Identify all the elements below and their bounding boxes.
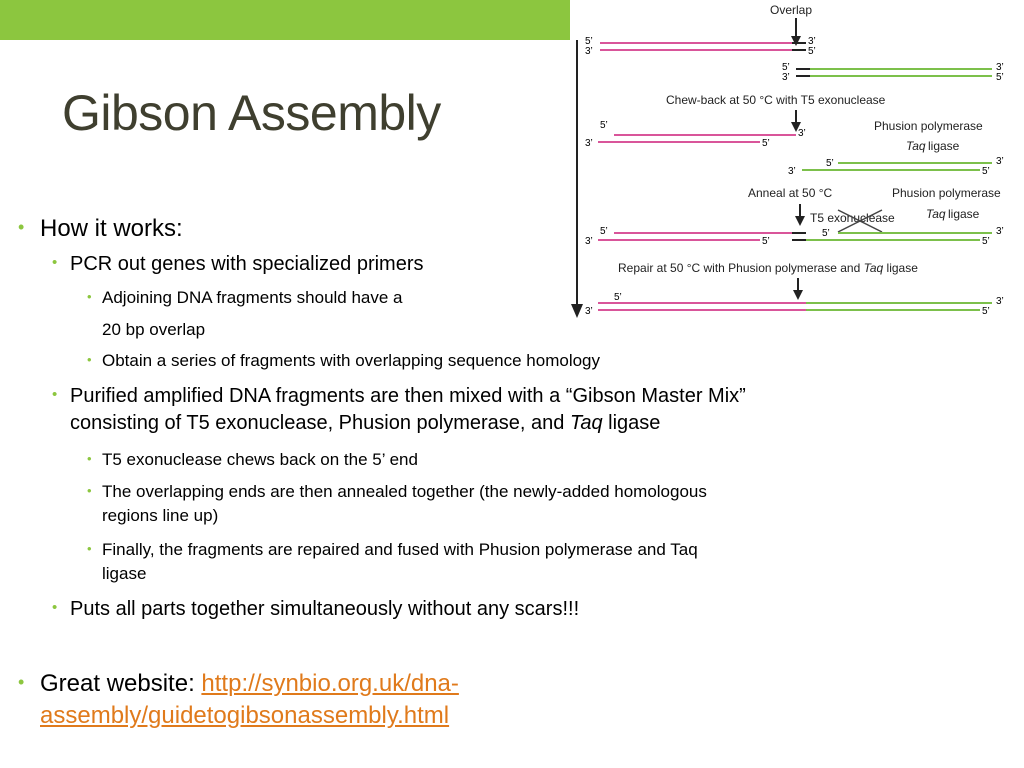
row2-3prime: 3’ [782, 72, 790, 83]
bullet-dot: • [18, 672, 25, 692]
row2-right-3prime: 3’ [996, 62, 1004, 73]
label-repair: Repair at 50 °C with Phusion polymerase … [618, 261, 918, 275]
label-ligase-1: ligase [928, 139, 960, 153]
bullet-dot: • [52, 599, 58, 616]
row4-right-5prime: 5’ [982, 166, 990, 177]
bullet-dot: • [87, 352, 92, 367]
bullet-dot: • [87, 451, 92, 466]
row6-3prime: 3’ [585, 306, 593, 317]
row5-mid-5prime-b: 5’ [822, 228, 830, 239]
bullet-how-it-works: •How it works: [18, 215, 183, 242]
row3-3prime: 3’ [585, 138, 593, 149]
slide-title: Gibson Assembly [62, 85, 441, 141]
row4-5prime: 5’ [826, 158, 834, 169]
bullet-adjoining-cont: 20 bp overlap [102, 320, 206, 339]
label-phusion-2: Phusion polymerase [892, 186, 1001, 200]
row3-right-3prime: 3’ [798, 128, 806, 139]
gibson-assembly-diagram: Overlap 5’ 3’ 3’ 5’ 5’ 3’ 3’ 5’ Chew-bac… [570, 0, 1024, 322]
bullet-pcr: •PCR out genes with specialized primers [52, 253, 424, 275]
label-phusion-1: Phusion polymerase [874, 119, 983, 133]
chew-arrowhead [791, 122, 801, 132]
row3-right-5prime: 5’ [762, 138, 770, 149]
row1-right-5prime: 5’ [808, 46, 816, 57]
timeline-arrowhead [571, 304, 583, 318]
row3-5prime: 5’ [600, 120, 608, 131]
row1-3prime: 3’ [585, 46, 593, 57]
row2-right-5prime: 5’ [996, 72, 1004, 83]
label-taq-1: Taq [906, 139, 926, 153]
row1-right-3prime: 3’ [808, 36, 816, 47]
bullet-dot: • [87, 483, 92, 498]
bullet-annealed-cont: regions line up) [102, 506, 219, 525]
bullet-obtain: •Obtain a series of fragments with overl… [87, 351, 601, 370]
bullet-finally-cont: ligase [102, 564, 147, 583]
label-ligase-2: ligase [948, 207, 980, 221]
row6-right-3prime: 3’ [996, 296, 1004, 307]
website-link-cont[interactable]: assembly/guidetogibsonassembly.html [40, 702, 450, 729]
bullet-annealed: •The overlapping ends are then annealed … [87, 482, 707, 501]
bullet-purified: •Purified amplified DNA fragments are th… [52, 385, 746, 407]
anneal-arrowhead [795, 216, 805, 226]
row1-5prime: 5’ [585, 36, 593, 47]
row6-right-5prime: 5’ [982, 306, 990, 317]
bullet-purified-cont: consisting of T5 exonuclease, Phusion po… [70, 412, 661, 434]
overlap-arrowhead [791, 36, 801, 46]
bullet-adjoining: •Adjoining DNA fragments should have a [87, 288, 403, 307]
row4-right-3prime: 3’ [996, 156, 1004, 167]
bullet-dot: • [52, 386, 58, 403]
row5-mid-5prime: 5’ [762, 236, 770, 247]
diagram-svg: Overlap 5’ 3’ 3’ 5’ 5’ 3’ 3’ 5’ Chew-bac… [571, 3, 1004, 318]
label-anneal: Anneal at 50 °C [748, 186, 833, 200]
bullet-dot: • [87, 289, 92, 304]
label-overlap: Overlap [770, 3, 812, 17]
label-chew-back: Chew-back at 50 °C with T5 exonuclease [666, 93, 886, 107]
bullet-dot: • [87, 541, 92, 556]
website-link[interactable]: http://synbio.org.uk/dna- [201, 670, 459, 697]
row5-right-5prime: 5’ [982, 236, 990, 247]
row6-5prime: 5’ [614, 292, 622, 303]
bullet-website: •Great website: http://synbio.org.uk/dna… [18, 670, 459, 697]
row5-right-3prime: 3’ [996, 226, 1004, 237]
bullet-t5: •T5 exonuclease chews back on the 5’ end [87, 450, 418, 469]
cross-line-b [837, 209, 883, 233]
bullet-dot: • [52, 254, 58, 271]
row5-5prime: 5’ [600, 226, 608, 237]
row5-3prime: 3’ [585, 236, 593, 247]
row4-3prime: 3’ [788, 166, 796, 177]
bullet-finally: •Finally, the fragments are repaired and… [87, 540, 698, 559]
label-taq-2: Taq [926, 207, 946, 221]
bullet-dot: • [18, 217, 25, 237]
bullet-puts-all: •Puts all parts together simultaneously … [52, 598, 580, 620]
row2-5prime: 5’ [782, 62, 790, 73]
repair-arrowhead [793, 290, 803, 300]
bullet-website-cont: assembly/guidetogibsonassembly.html [40, 702, 449, 730]
